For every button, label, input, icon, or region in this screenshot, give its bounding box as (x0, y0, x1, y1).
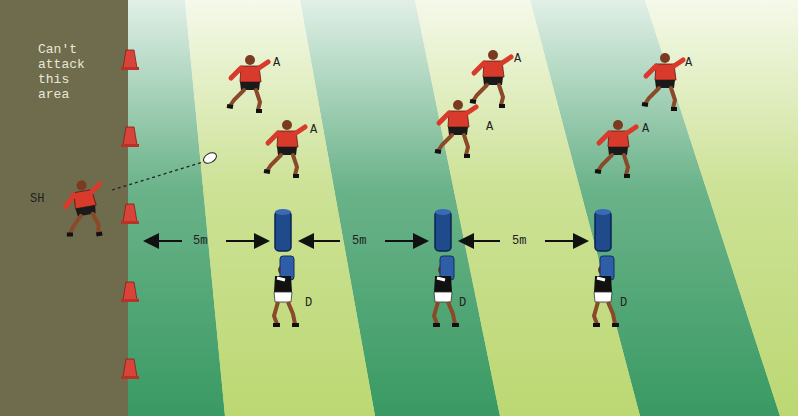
player-label: D (459, 296, 466, 310)
player-label: 5m (193, 234, 207, 248)
player-label: A (486, 120, 493, 134)
player-label: D (620, 296, 627, 310)
player-label: A (310, 123, 317, 137)
player-label: SH (30, 192, 44, 206)
player-label: A (685, 56, 692, 70)
zone-note: Can't attack this area (38, 42, 98, 102)
player-label: D (305, 296, 312, 310)
player-label: 5m (352, 234, 366, 248)
no-attack-zone: Can't attack this area (0, 0, 128, 416)
player-label: A (514, 52, 521, 66)
player-label: A (273, 56, 280, 70)
player-label: 5m (512, 234, 526, 248)
player-label: A (642, 122, 649, 136)
